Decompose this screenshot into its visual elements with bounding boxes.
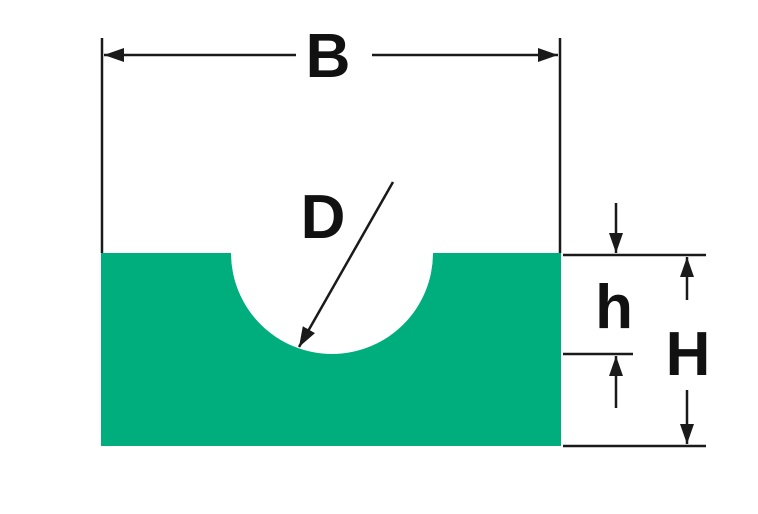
dimension-arrow-d bbox=[297, 181, 395, 348]
label-height-H: H bbox=[666, 320, 711, 389]
grooved-block-profile bbox=[101, 253, 561, 446]
label-groove-depth-h: h bbox=[595, 273, 633, 342]
label-diameter-d: D bbox=[301, 183, 346, 252]
label-width-b: B bbox=[306, 22, 351, 91]
